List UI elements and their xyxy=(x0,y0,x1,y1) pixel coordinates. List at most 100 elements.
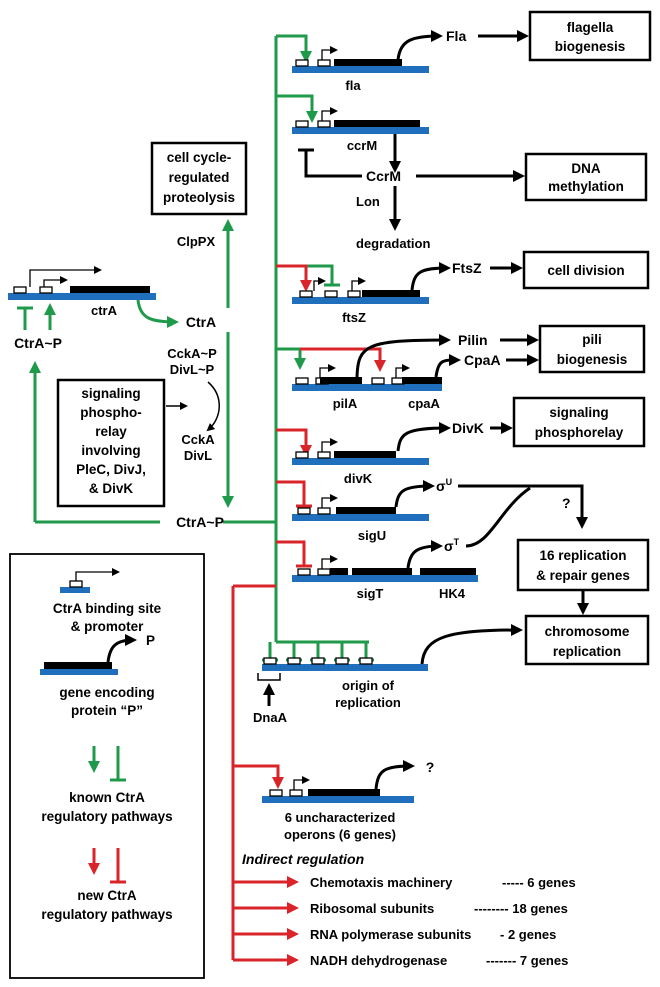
cell-cycle-proteolysis-box: cell cycle- regulated proteolysis xyxy=(150,141,248,216)
clppx-label: ClpPX xyxy=(177,234,216,249)
svg-text:16 replication: 16 replication xyxy=(539,548,626,563)
svg-text:biogenesis: biogenesis xyxy=(555,39,626,54)
svg-text:CtrA binding site: CtrA binding site xyxy=(53,601,162,616)
ftsz-protein-label: FtsZ xyxy=(452,260,482,276)
pili-biogenesis-box: pili biogenesis xyxy=(538,324,646,374)
sigu-gene-label: sigU xyxy=(358,528,386,543)
downstream-proteins: Fla CcrM Lon degradation FtsZ Pilin CpaA… xyxy=(356,28,589,615)
svg-text:PleC, DivJ,: PleC, DivJ, xyxy=(76,462,146,477)
hk4-gene-label: HK4 xyxy=(439,586,466,601)
divl-p-label: DivL~P xyxy=(170,362,215,377)
ctrap-protein-label: CtrA~P xyxy=(176,514,224,530)
svg-text:signaling: signaling xyxy=(549,405,608,420)
signaling-phosphorelay-involving-box: signaling phospho- relay involving PleC,… xyxy=(56,378,166,508)
svg-text:proteolysis: proteolysis xyxy=(163,190,235,205)
chromosome-replication-box: chromosome replication xyxy=(524,614,650,666)
pila-gene-label: pilA xyxy=(333,396,358,411)
ctrap-left-label: CtrA~P xyxy=(14,335,62,351)
svg-text:phosphorelay: phosphorelay xyxy=(535,425,624,440)
ccrm-protein-label: CcrM xyxy=(366,168,401,184)
legend: CtrA binding site & promoter P gene enco… xyxy=(9,553,205,979)
svg-text:replication: replication xyxy=(553,644,621,659)
svg-text:gene encoding: gene encoding xyxy=(59,685,154,700)
sigmat-protein-label: σT xyxy=(444,537,460,554)
ctra-phosphorylation-cycle: CtrA CtrA~P CtrA~P ClpPX CckA~P DivL~P C… xyxy=(14,219,234,530)
ccrm-gene-label: ccrM xyxy=(347,138,377,153)
sigmau-question-mark: ? xyxy=(562,495,571,511)
svg-text:methylation: methylation xyxy=(548,179,624,194)
svg-text:pili: pili xyxy=(582,332,602,347)
fla-protein-label: Fla xyxy=(446,28,466,44)
svg-text:chromosome: chromosome xyxy=(545,624,630,639)
ftsz-operon: ftsZ xyxy=(292,262,451,325)
ccka-p-label: CckA~P xyxy=(167,346,217,361)
pila-cpaa-operon: pilA cpaA xyxy=(292,334,461,411)
ftsz-gene-label: ftsZ xyxy=(342,310,366,325)
svg-text:signaling: signaling xyxy=(81,386,140,401)
flagella-biogenesis-box: flagella biogenesis xyxy=(528,10,652,62)
uncharacterized-operons: ? 6 uncharacterized operons (6 genes) xyxy=(262,759,434,842)
indirect-item-name: Ribosomal subunits xyxy=(310,901,434,916)
ctra-gene-label: ctrA xyxy=(91,303,118,318)
sigt-gene-label: sigT xyxy=(357,586,384,601)
svg-text:cell cycle-: cell cycle- xyxy=(167,150,232,165)
indirect-heading: Indirect regulation xyxy=(242,851,364,867)
ccka-label: CckA xyxy=(181,432,215,447)
svg-text:regulatory pathways: regulatory pathways xyxy=(41,809,172,824)
signaling-phosphorelay-box: signaling phosphorelay xyxy=(512,396,646,448)
lon-label: Lon xyxy=(356,194,380,209)
svg-text:& DivK: & DivK xyxy=(89,481,134,496)
sigu-operon: sigU xyxy=(292,480,435,543)
ctra-protein-label: CtrA xyxy=(186,314,216,330)
origin-label-1: origin of xyxy=(342,678,395,693)
uncharacterized-label-1: 6 uncharacterized xyxy=(285,810,396,825)
svg-text:new CtrA: new CtrA xyxy=(77,888,137,903)
svg-text:biogenesis: biogenesis xyxy=(557,352,628,367)
indirect-item-count: -------- 18 genes xyxy=(474,901,568,916)
pilin-protein-label: Pilin xyxy=(458,332,488,348)
cpaa-protein-label: CpaA xyxy=(464,352,501,368)
ctra-operon: ctrA xyxy=(8,266,179,524)
svg-text:P: P xyxy=(146,633,155,648)
divk-protein-label: DivK xyxy=(452,420,484,436)
dnaa-label: DnaA xyxy=(253,710,288,725)
indirect-item-name: Chemotaxis machinery xyxy=(310,875,453,890)
svg-text:DNA: DNA xyxy=(571,161,600,176)
indirect-item-name: NADH dehydrogenase xyxy=(310,953,447,968)
divk-operon: divK xyxy=(292,422,451,486)
replication-repair-genes-box: 16 replication & repair genes xyxy=(516,538,650,592)
degradation-label: degradation xyxy=(356,236,430,251)
divl-label: DivL xyxy=(184,448,212,463)
svg-text:protein “P”: protein “P” xyxy=(71,703,143,718)
sigt-hk4-operon: sigT HK4 xyxy=(292,540,478,601)
fla-gene-label: fla xyxy=(345,78,361,93)
cell-division-box: cell division xyxy=(522,250,650,290)
svg-text:regulatory pathways: regulatory pathways xyxy=(41,907,172,922)
origin-of-replication: origin of replication DnaA xyxy=(253,624,523,725)
new-regulation-backbone xyxy=(231,264,386,966)
svg-text:flagella: flagella xyxy=(567,20,614,35)
fla-operon: fla xyxy=(292,30,443,93)
svg-text:regulated: regulated xyxy=(169,170,230,185)
indirect-item-count: ------- 7 genes xyxy=(486,953,568,968)
indirect-regulation-list: Indirect regulation Chemotaxis machinery… xyxy=(242,851,576,968)
divk-gene-label: divK xyxy=(344,471,373,486)
uncharacterized-question-mark: ? xyxy=(426,759,435,775)
cpaa-gene-label: cpaA xyxy=(408,396,440,411)
svg-text:involving: involving xyxy=(81,443,140,458)
indirect-item-count: ----- 6 genes xyxy=(502,875,576,890)
uncharacterized-label-2: operons (6 genes) xyxy=(284,827,396,842)
ccrm-operon: ccrM xyxy=(292,107,429,178)
svg-text:phospho-: phospho- xyxy=(80,405,141,420)
svg-text:relay: relay xyxy=(95,424,127,439)
svg-text:& repair genes: & repair genes xyxy=(536,568,630,583)
dna-methylation-box: DNA methylation xyxy=(524,152,648,202)
sigmau-protein-label: σU xyxy=(436,477,452,494)
indirect-item-count: - 2 genes xyxy=(500,927,556,942)
svg-text:known CtrA: known CtrA xyxy=(69,790,145,805)
svg-text:cell division: cell division xyxy=(547,263,624,278)
indirect-item-name: RNA polymerase subunits xyxy=(310,927,471,942)
svg-text:& promoter: & promoter xyxy=(71,619,145,634)
origin-label-2: replication xyxy=(335,695,401,710)
